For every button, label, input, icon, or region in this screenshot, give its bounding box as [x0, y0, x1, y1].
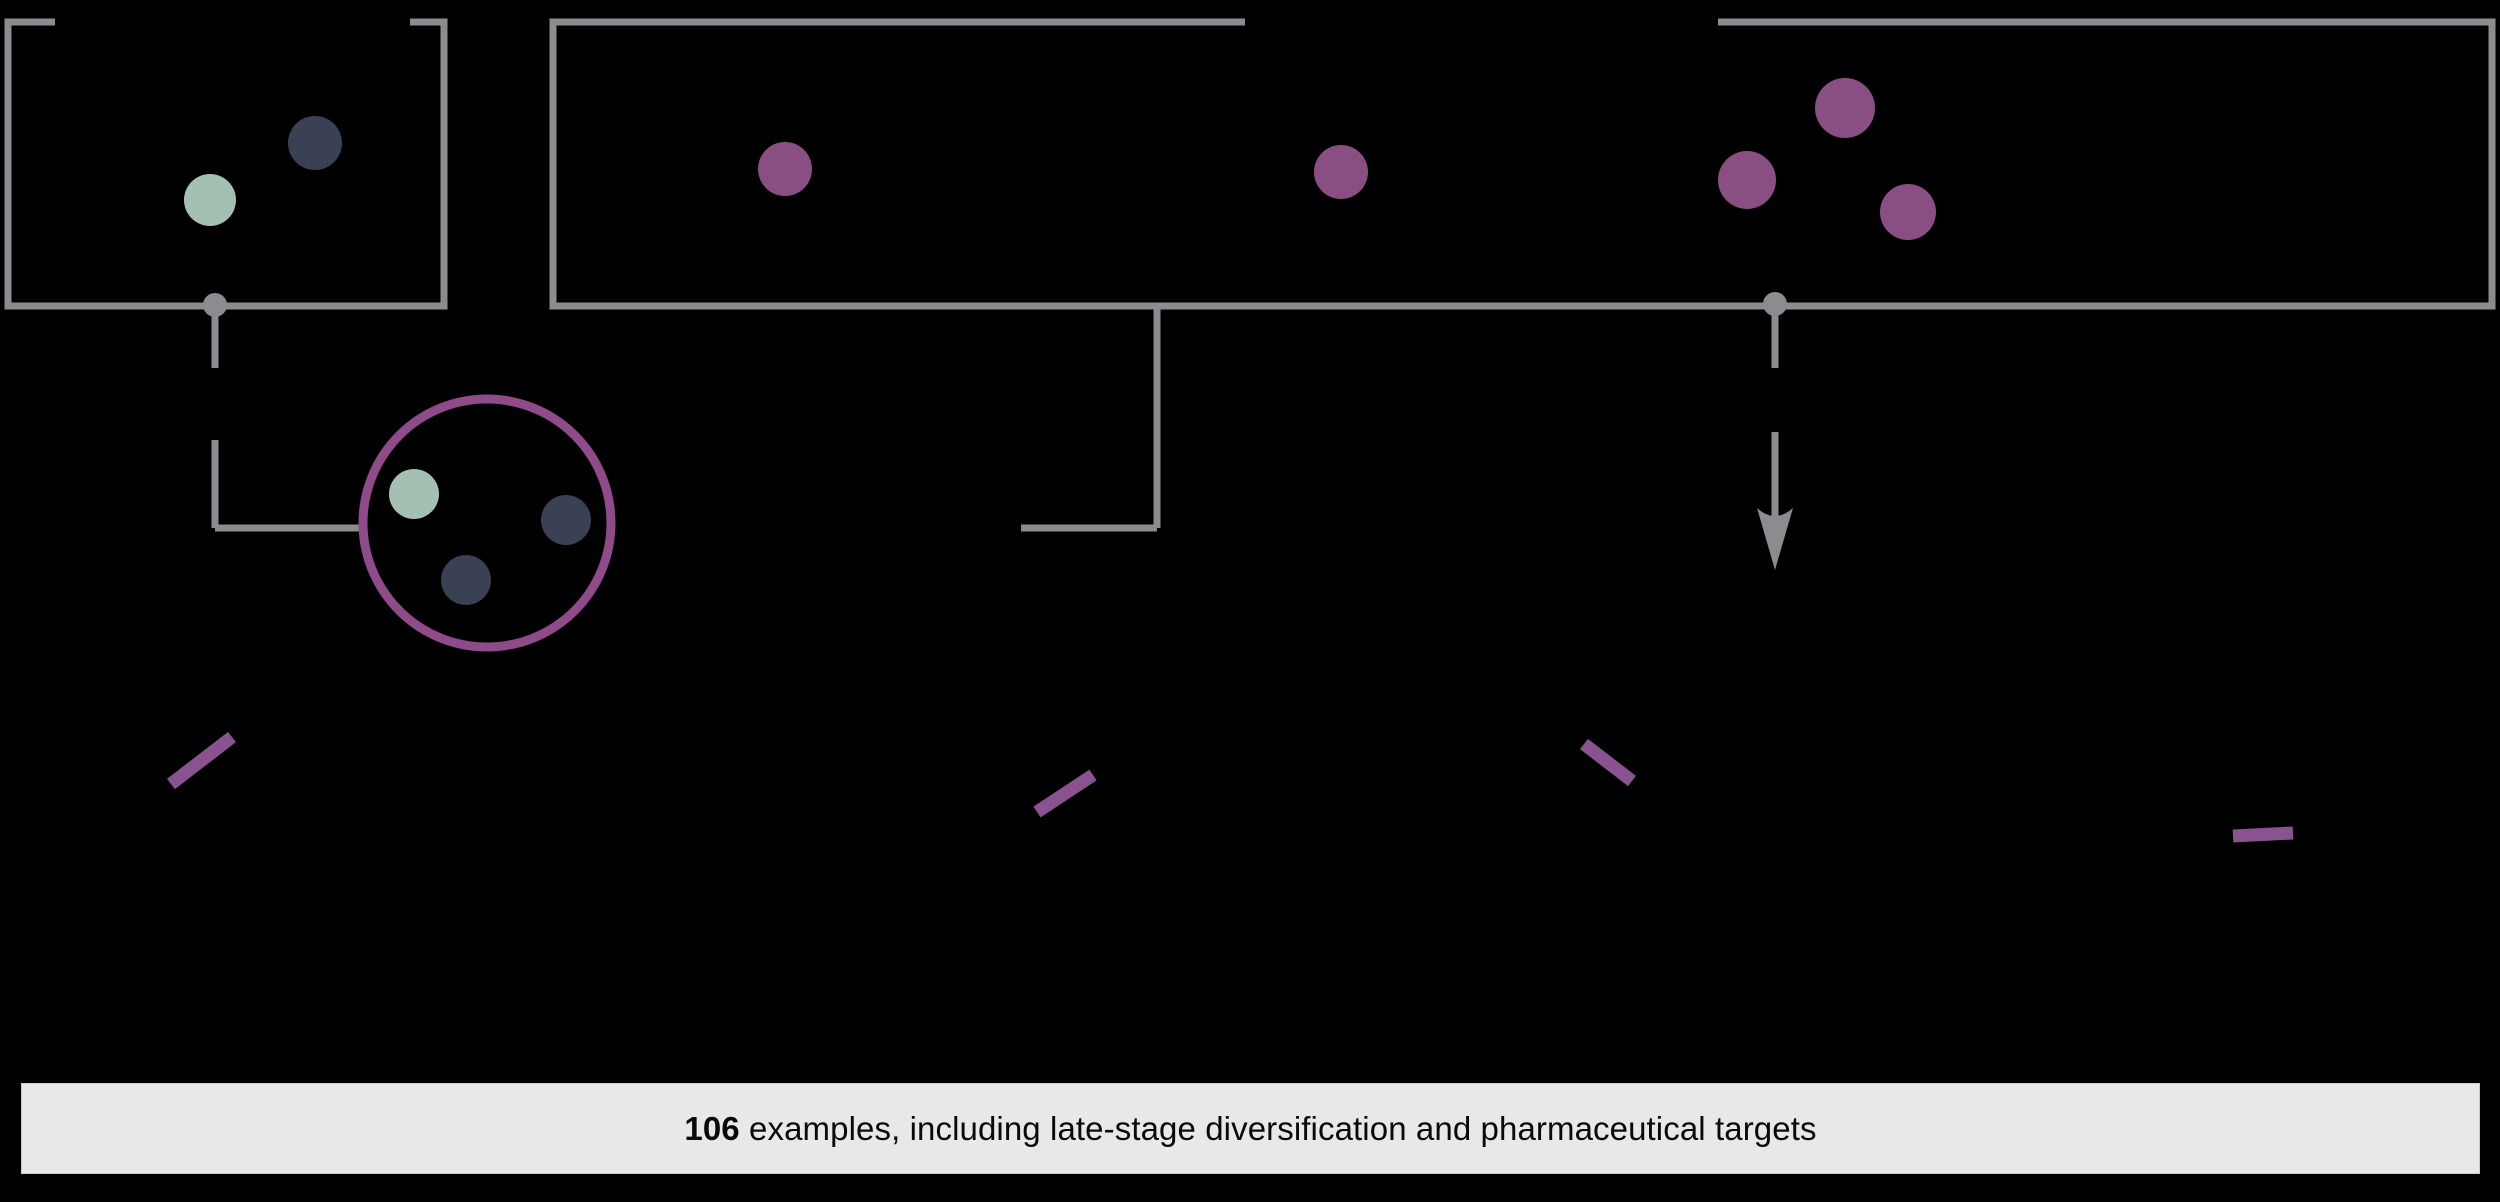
bond-mark-4	[2232, 826, 2294, 843]
navy-node-left-panel	[288, 116, 342, 170]
molecule-node-group	[184, 78, 1936, 240]
highlight-ring-outline	[358, 394, 616, 652]
scope-summary-banner: 106 examples, including late-stage diver…	[21, 1083, 2480, 1174]
example-count: 106	[684, 1109, 740, 1147]
arrow-junction-dot	[1763, 292, 1787, 316]
bond-mark-2	[1033, 769, 1097, 818]
purple-node-right-1	[758, 142, 812, 196]
purple-node-right-4	[1815, 78, 1875, 138]
right-scope-panel	[549, 18, 2496, 310]
bond-mark-group	[167, 731, 2294, 843]
connector-lines	[203, 293, 1161, 532]
left-panel-drop-connector	[203, 293, 363, 532]
left-scope-panel	[4, 18, 448, 310]
green-node-left-panel	[184, 174, 236, 226]
bond-mark-1	[167, 731, 236, 790]
center-elbow-connector	[1021, 306, 1161, 532]
navy-node-ring-b	[441, 555, 491, 605]
product-highlight-ring	[358, 394, 616, 652]
purple-node-right-5	[1880, 184, 1936, 240]
bond-mark-3	[1580, 738, 1636, 787]
navy-node-ring-a	[541, 495, 591, 545]
purple-node-right-3	[1718, 151, 1776, 209]
arrow-head-icon	[1757, 508, 1793, 570]
caption-text: 106 examples, including late-stage diver…	[684, 1110, 1816, 1148]
green-node-ring	[389, 469, 439, 519]
connector-junction-dot	[203, 293, 227, 317]
purple-node-right-2	[1314, 145, 1368, 199]
caption-description: examples, including late-stage diversifi…	[739, 1109, 1817, 1147]
downward-flow-arrow	[1757, 292, 1793, 570]
